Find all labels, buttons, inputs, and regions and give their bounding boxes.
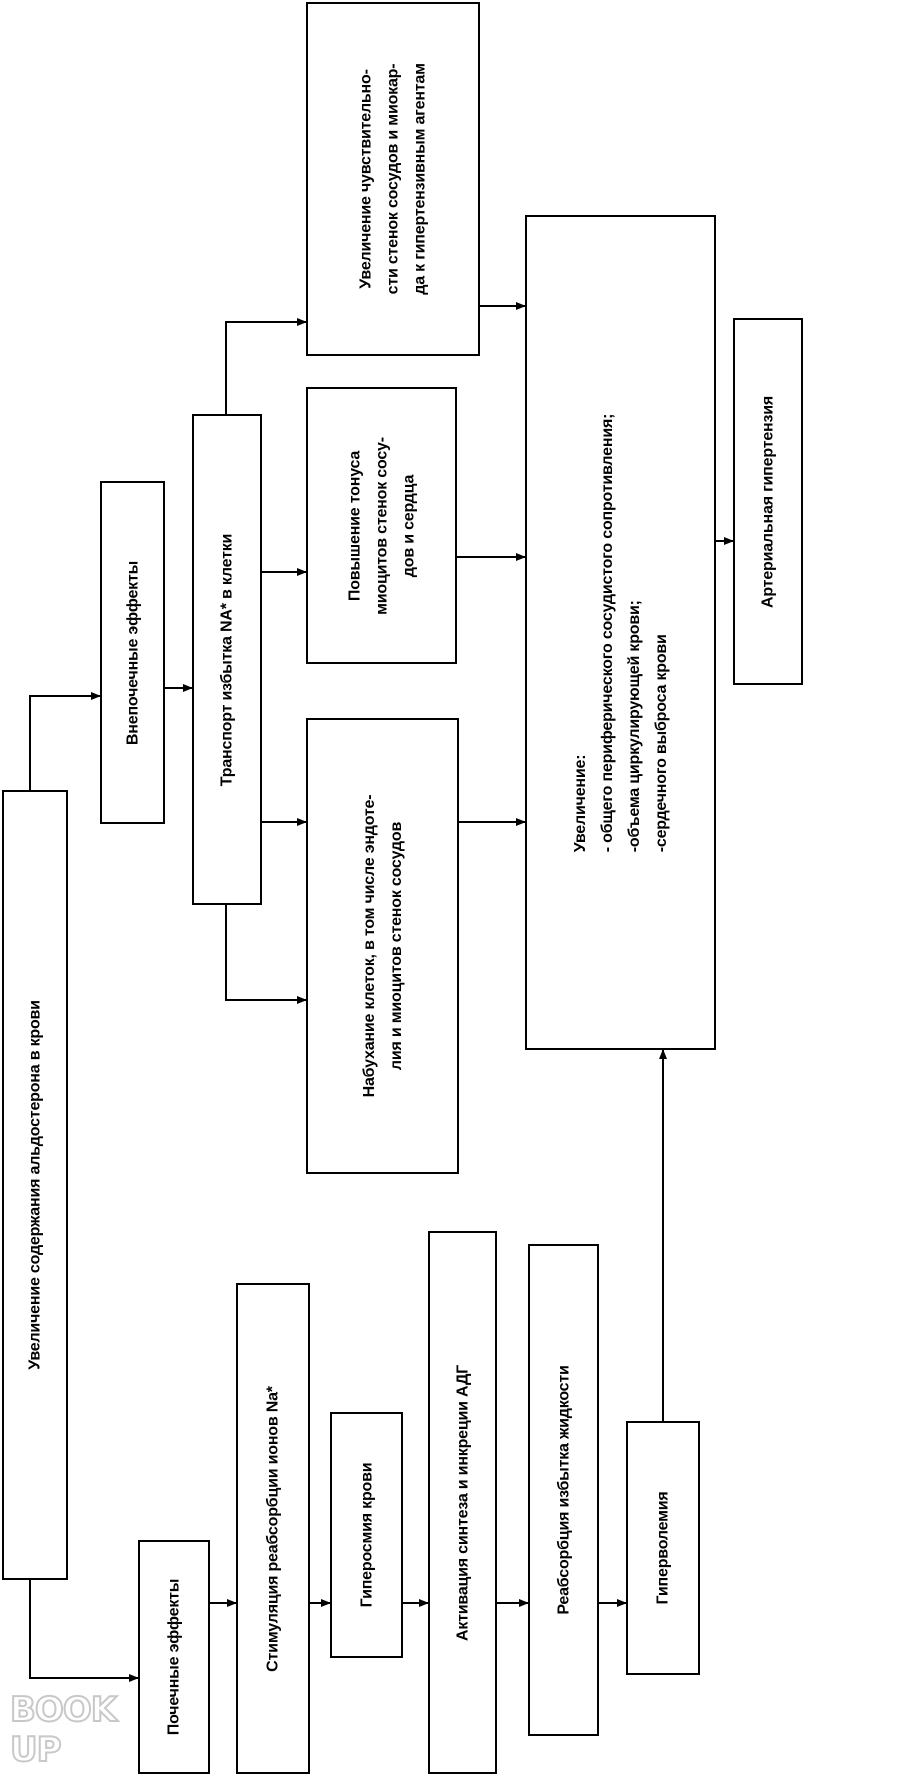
hypervolemia-box: Гиперволемия bbox=[626, 1421, 700, 1675]
fluid-reabsorption-text: Реабсорбция избытка жидкости bbox=[555, 1365, 572, 1615]
extrarenal-effects-box: Внепочечные эффекты bbox=[100, 481, 165, 824]
arrow-transport-to-sensitivity bbox=[225, 318, 307, 414]
hyperosmia-box: Гиперосмия крови bbox=[330, 1412, 403, 1658]
arterial-hypertension-box: Артериальная гипертензия bbox=[733, 318, 803, 685]
muscle-tone-text: Повышение тонуса миоцитов стенок сосу- д… bbox=[346, 436, 417, 615]
extrarenal-effects-text: Внепочечные эффекты bbox=[124, 560, 141, 745]
sodium-transport-box: Транспорт избытка NA* в клетки bbox=[192, 414, 262, 905]
renal-effects-text: Почечные эффекты bbox=[165, 1578, 183, 1736]
arrow-root-to-extrarenal bbox=[29, 692, 101, 790]
hypervolemia-text: Гиперволемия bbox=[654, 1491, 672, 1605]
aldosterone-increase-box: Увеличение содержания альдостерона в кро… bbox=[2, 790, 68, 1580]
muscle-tone-box: Повышение тонуса миоцитов стенок сосу- д… bbox=[306, 387, 457, 664]
hyperosmia-text: Гиперосмия крови bbox=[358, 1462, 375, 1608]
increase-box: Увеличение: - общего периферического сос… bbox=[525, 215, 716, 1050]
sodium-reabsorption-box: Стимуляция реабсорбции ионов Na* bbox=[236, 1283, 310, 1774]
bookup-watermark-logo: BOOK UP bbox=[8, 1689, 148, 1775]
vessel-sensitivity-text: Увеличение чувствительно- сти стенок сос… bbox=[357, 63, 429, 295]
adh-activation-text: Активация синтеза и инкреции АДГ bbox=[454, 1364, 471, 1641]
renal-effects-box: Почечные эффекты bbox=[138, 1540, 210, 1774]
fluid-reabsorption-box: Реабсорбция избытка жидкости bbox=[528, 1244, 599, 1736]
arrow-root-to-renal bbox=[29, 1580, 139, 1682]
sodium-reabsorption-text: Стимуляция реабсорбции ионов Na* bbox=[264, 1385, 282, 1672]
cell-swelling-box: Набухание клеток, в том числе эндоте- ли… bbox=[306, 718, 459, 1174]
arrow-transport-to-swelling-lower bbox=[225, 905, 307, 1004]
cell-swelling-text: Набухание клеток, в том числе эндоте- ли… bbox=[360, 794, 405, 1098]
sodium-transport-text: Транспорт избытка NA* в клетки bbox=[218, 533, 236, 786]
adh-activation-box: Активация синтеза и инкреции АДГ bbox=[428, 1231, 497, 1774]
vessel-sensitivity-box: Увеличение чувствительно- сти стенок сос… bbox=[306, 2, 480, 356]
arterial-hypertension-text: Артериальная гипертензия bbox=[759, 395, 777, 608]
increase-text: Увеличение: - общего периферического сос… bbox=[571, 413, 670, 852]
aldosterone-increase-text: Увеличение содержания альдостерона в кро… bbox=[26, 1000, 44, 1370]
watermark-text: BOOK UP bbox=[9, 1689, 118, 1771]
